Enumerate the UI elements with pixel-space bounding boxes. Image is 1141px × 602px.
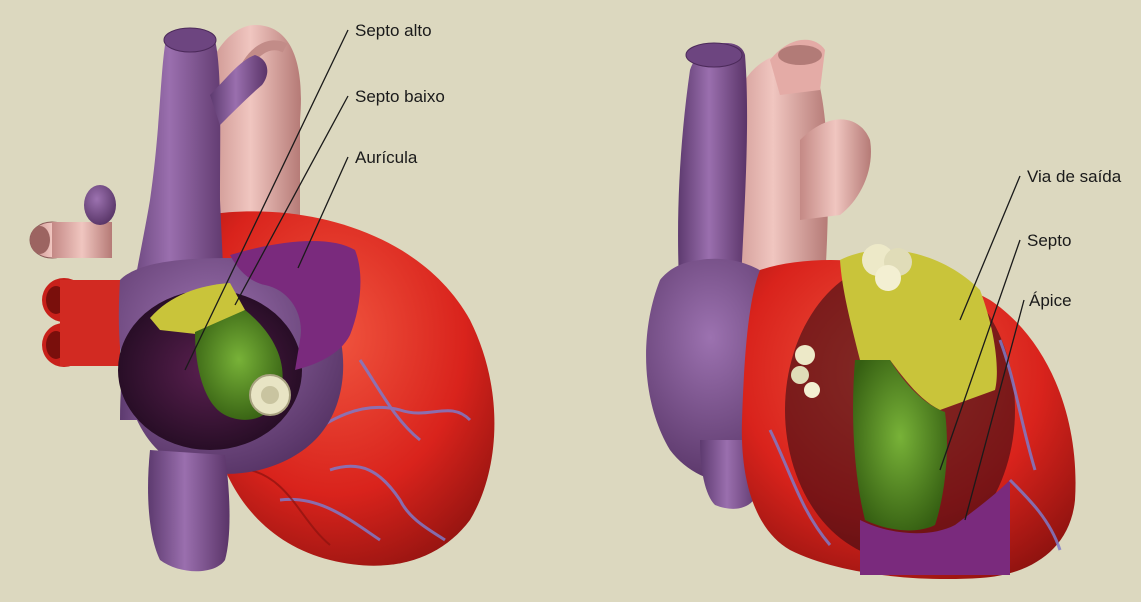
leader-outflow-tract [960,176,1020,320]
left-heart-illustration [30,25,494,571]
label-upper-septum: Septo alto [355,21,432,40]
label-septum: Septo [1027,231,1071,250]
label-outflow-tract: Via de saída [1027,167,1122,186]
label-lower-septum: Septo baixo [355,87,445,106]
left-inferior-vena-cava [148,450,229,571]
label-auricle: Aurícula [355,148,418,167]
label-apex: Ápice [1029,291,1072,310]
right-heart-illustration [646,40,1075,579]
